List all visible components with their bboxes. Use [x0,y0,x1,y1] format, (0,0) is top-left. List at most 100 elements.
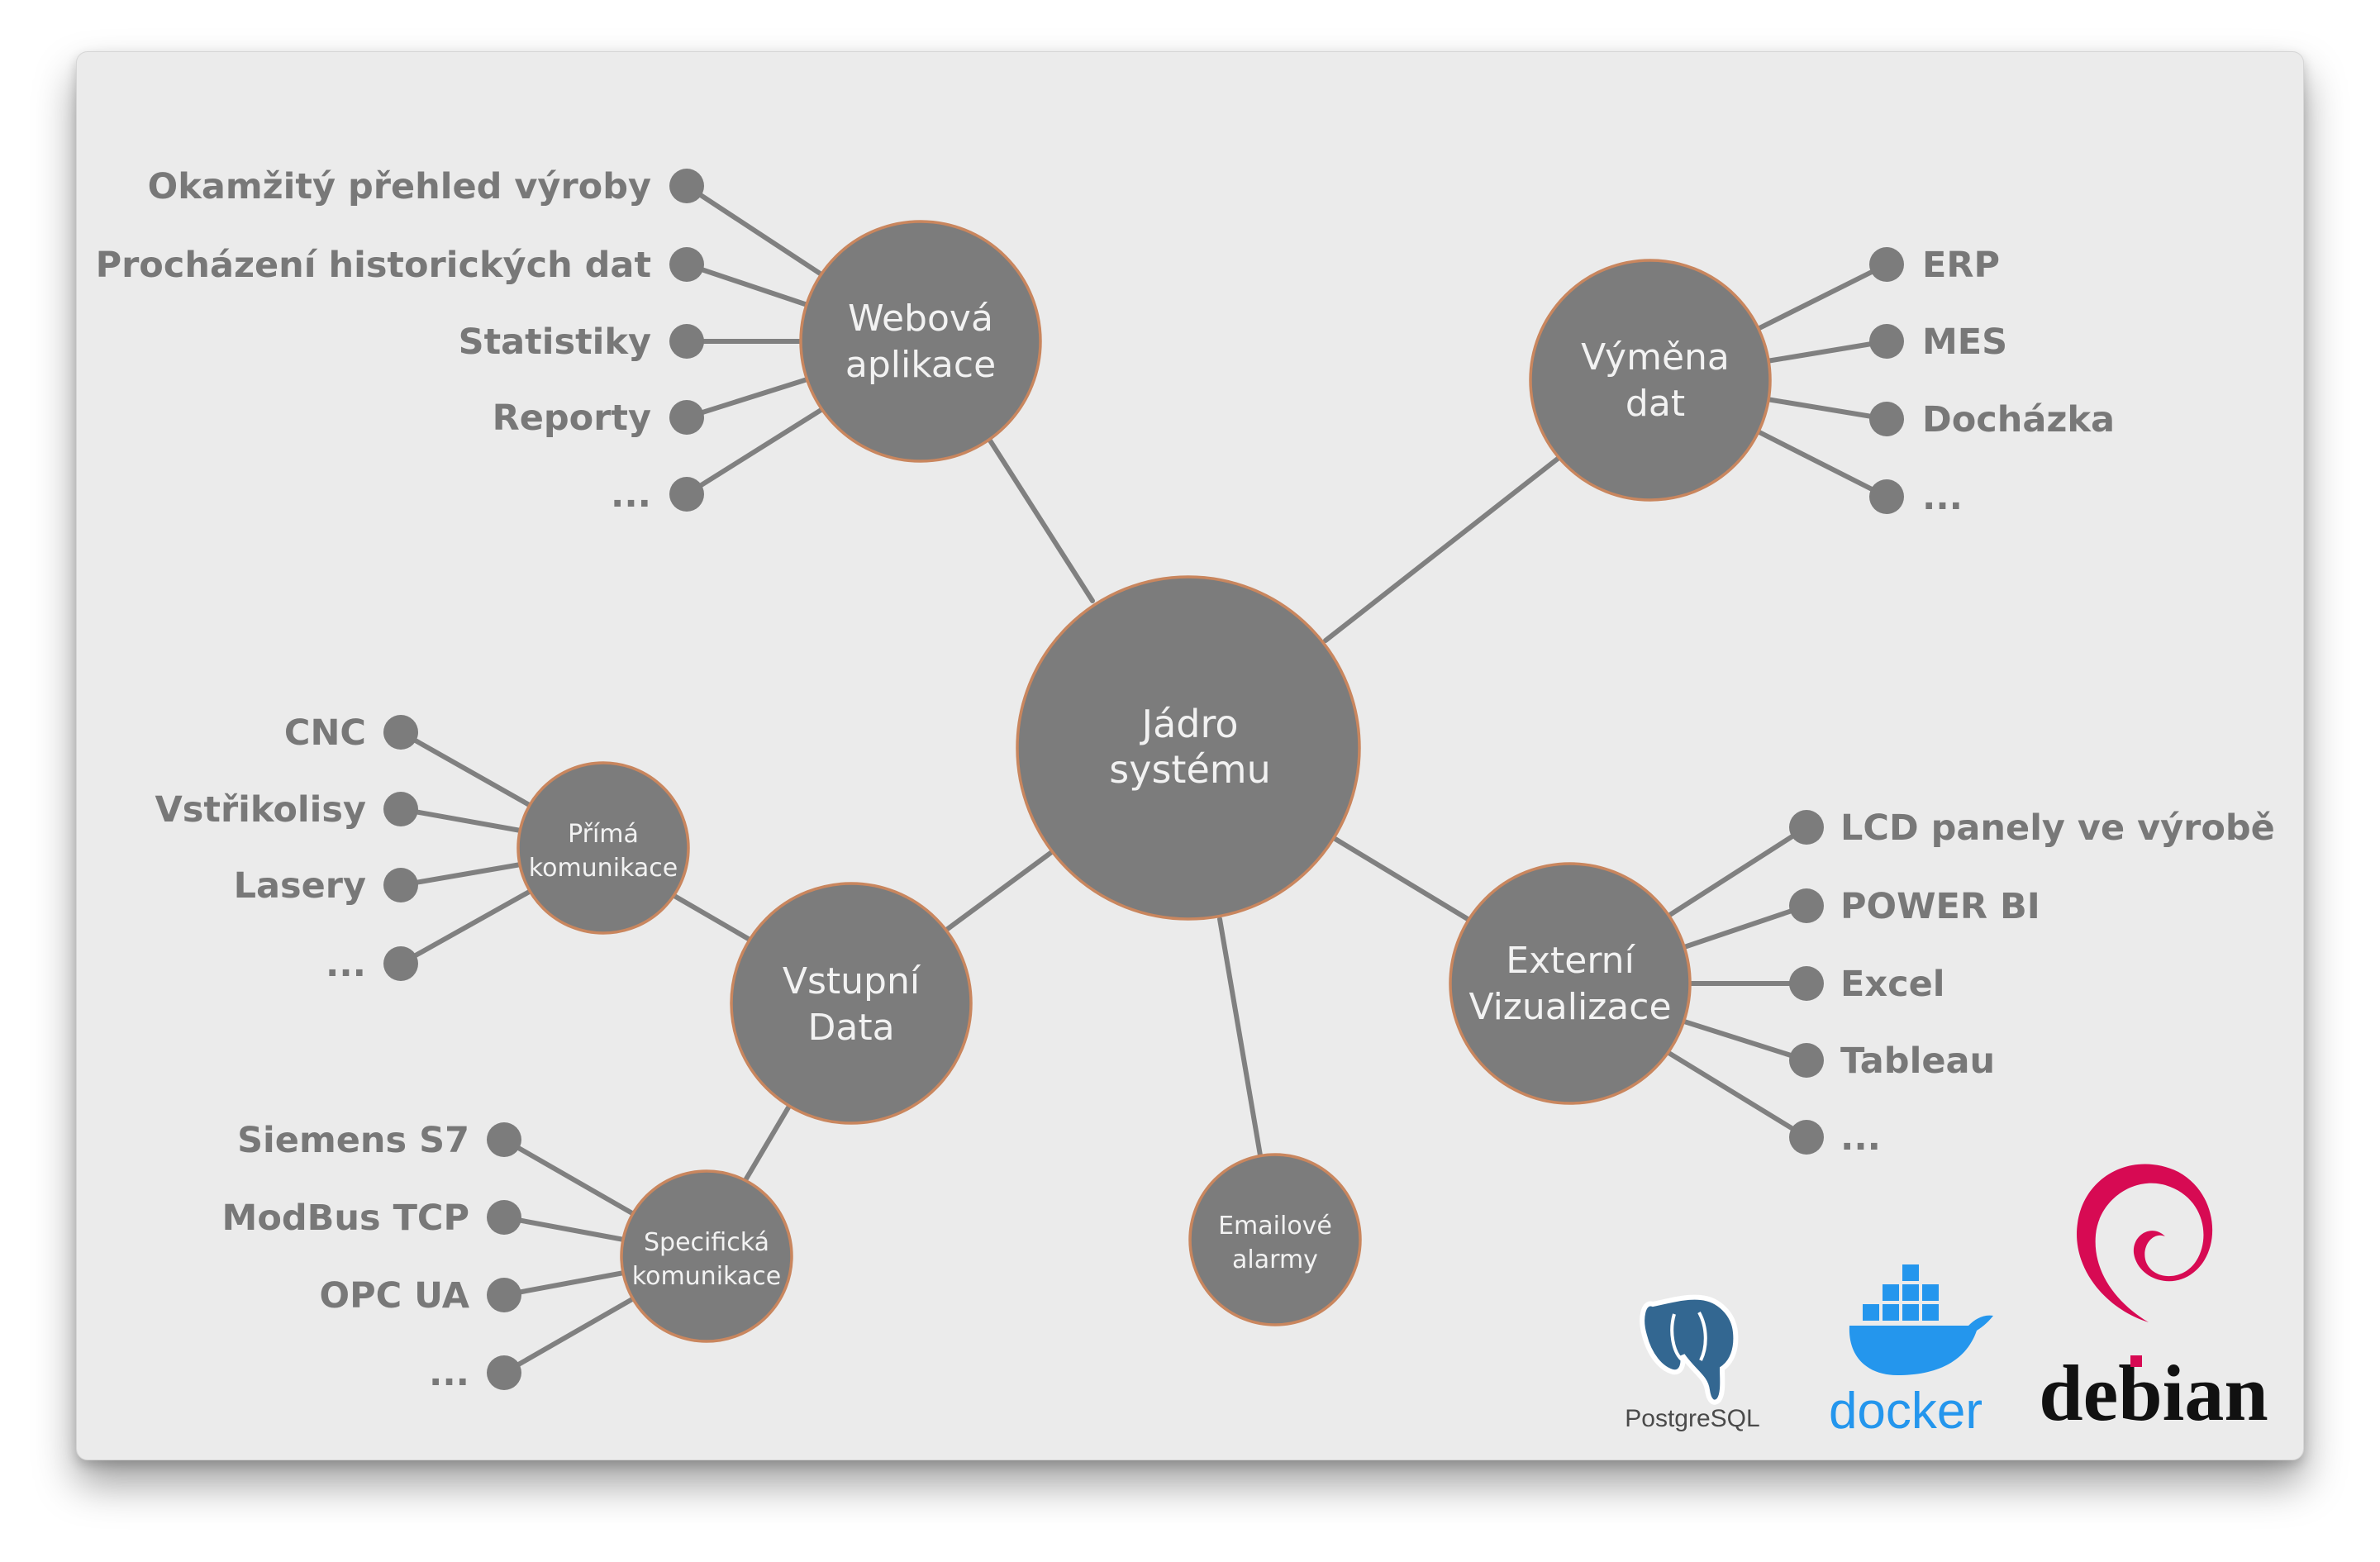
leaf-dot [383,946,418,981]
node-core [1016,575,1361,921]
web-leaf-labels: Okamžitý přehled výroby Procházení histo… [96,166,651,516]
core-label-line-2: systému [1109,747,1270,792]
leaf-label: Okamžitý přehled výroby [148,166,651,207]
postgresql-logo: PostgreSQL [1625,1294,1760,1432]
edge-core-external [1331,836,1470,921]
leaf-label: Excel [1840,964,1945,1005]
exchange-label-line-2: dat [1626,383,1685,425]
node-specific [620,1169,793,1343]
node-external [1449,862,1692,1105]
specific-label-line-1: Specifická [644,1228,769,1257]
external-label-line-2: Vizualizace [1468,986,1671,1028]
leaf-dot [1869,479,1904,514]
debian-logo: debian [2039,1164,2268,1437]
leaf-label: Tableau [1840,1041,1995,1082]
email-label-line-1: Emailové [1218,1212,1332,1241]
specific-spokes [502,1137,635,1375]
main-edges [672,438,1560,1183]
leaf-label: ... [326,944,366,985]
leaf-dot [487,1278,521,1312]
external-label-line-1: Externí [1506,940,1635,982]
leaf-dot [1869,324,1904,359]
edge-core-input [943,849,1055,933]
direct-leaf-labels: CNC Vstřikolisy Lasery ... [155,712,366,985]
direct-label-line-1: Přímá [568,820,639,849]
leaf-dot [1789,1120,1824,1155]
elephant-icon [1640,1294,1739,1405]
direct-spokes [398,730,535,966]
exchange-spokes [1755,262,1889,499]
node-exchange [1529,259,1772,502]
node-input [730,882,973,1125]
node-direct [516,761,690,935]
leaf-label: ... [1922,477,1963,518]
leaf-label: POWER BI [1840,886,2040,927]
hub-nodes [516,220,1772,1343]
leaf-dot [487,1355,521,1390]
leaf-dot [383,868,418,902]
leaf-dot [1789,888,1824,923]
node-email [1188,1153,1362,1326]
docker-wordmark: docker [1829,1383,1983,1440]
leaf-label: ... [429,1353,469,1394]
leaf-label: Statistiky [459,321,651,363]
leaf-label: Docházka [1922,399,2115,441]
leaf-dots [383,169,1904,1390]
edge-core-exchange [1323,456,1560,643]
core-label-line-1: Jádro [1140,702,1239,746]
leaf-label: Reporty [493,398,651,439]
email-label-line-2: alarmy [1232,1245,1318,1274]
external-spokes [1664,825,1809,1140]
hub-labels: Jádro systému Webová aplikace Výměna dat… [529,298,1730,1291]
exchange-label-line-1: Výměna [1581,336,1730,379]
external-leaf-labels: LCD panely ve výrobě POWER BI Excel Tabl… [1840,807,2275,1159]
edge-core-email [1217,917,1263,1158]
leaf-label: LCD panely ve výrobě [1840,807,2275,849]
leaf-label: CNC [284,712,366,754]
leaf-label: ERP [1922,245,2000,286]
specific-leaf-labels: Siemens S7 ModBus TCP OPC UA ... [222,1120,470,1394]
leaf-dot [1869,402,1904,436]
edge-input-direct [672,893,754,943]
direct-label-line-2: komunikace [529,854,678,883]
leaf-label: Lasery [234,865,366,907]
leaf-label: MES [1922,321,2007,363]
leaf-label: ModBus TCP [222,1198,469,1239]
leaf-dot [1789,1043,1824,1078]
specific-label-line-2: komunikace [632,1262,781,1291]
leaf-label: Siemens S7 [237,1120,469,1161]
web-label-line-1: Webová [848,298,993,340]
postgresql-wordmark: PostgreSQL [1625,1405,1759,1432]
leaf-dot [1869,247,1904,282]
leaf-dot [1789,810,1824,845]
leaf-label: OPC UA [320,1275,470,1317]
docker-logo: docker [1829,1264,1993,1440]
leaf-label: Procházení historických dat [96,245,651,286]
leaf-label: Vstřikolisy [155,789,366,831]
leaf-dot [669,477,704,512]
web-spokes [684,183,829,497]
input-label-line-2: Data [807,1007,894,1049]
leaf-dot [669,324,704,359]
edge-core-web [988,438,1095,603]
leaf-dot [669,247,704,282]
leaf-dot [669,169,704,203]
input-label-line-1: Vstupní [783,960,921,1002]
leaf-dot [487,1122,521,1157]
debian-i-dot [2130,1355,2142,1367]
debian-swirl-icon [2077,1164,2213,1322]
whale-icon [1849,1264,1993,1375]
leaf-label: ... [611,474,651,516]
leaf-dot [487,1200,521,1235]
leaf-dot [383,715,418,750]
web-label-line-2: aplikace [845,344,996,386]
edge-input-specific [743,1105,791,1183]
leaf-dot [1789,966,1824,1001]
debian-wordmark: debian [2039,1349,2268,1437]
leaf-dot [669,400,704,435]
exchange-leaf-labels: ERP MES Docházka ... [1922,245,2115,518]
node-web [799,220,1042,463]
leaf-label: ... [1840,1117,1881,1159]
leaf-dot [383,792,418,826]
